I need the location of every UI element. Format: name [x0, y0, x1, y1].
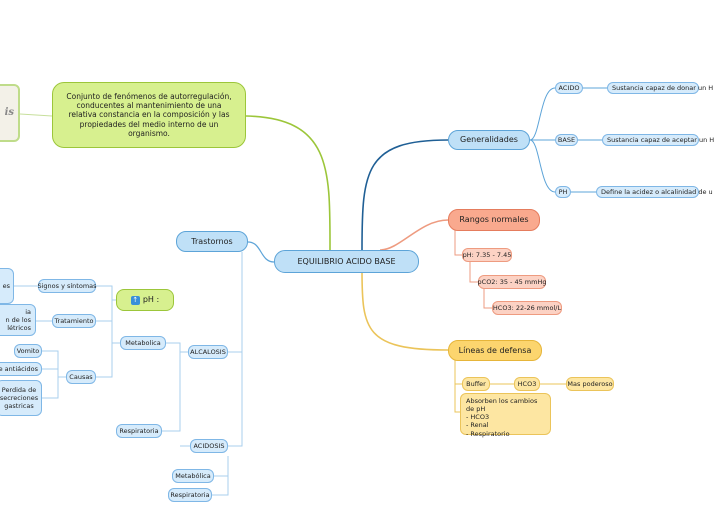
- mas-poderoso-node[interactable]: Mas poderoso: [566, 377, 614, 391]
- definition-text: Conjunto de fenómenos de autorregulación…: [66, 91, 232, 139]
- root-node[interactable]: EQUILIBRIO ACIDO BASE: [274, 250, 419, 273]
- acidosis-respiratoria-node[interactable]: Respiratoria: [168, 488, 212, 502]
- acidosis-label: ACIDOSIS: [193, 441, 225, 450]
- trastornos-title: Trastornos: [191, 236, 233, 246]
- absorben-text: Absorben los cambios de pH - HCO3 - Rena…: [466, 397, 538, 438]
- respiratoria-label: Respiratoria: [119, 426, 159, 435]
- acido-desc: Sustancia capaz de donar un H: [612, 83, 714, 92]
- root-title: EQUILIBRIO ACIDO BASE: [297, 256, 396, 266]
- acidosis-node[interactable]: ACIDOSIS: [190, 439, 228, 453]
- causas-node[interactable]: Causas: [66, 370, 96, 384]
- acido-node[interactable]: ACIDO: [555, 82, 583, 94]
- tratamiento-child-text: ia n de los létricos: [5, 307, 31, 333]
- alcalosis-node[interactable]: ALCALOSIS: [188, 345, 228, 359]
- respiratoria-node[interactable]: Respiratoria: [116, 424, 162, 438]
- tratamiento-label: Tratamiento: [54, 316, 94, 325]
- base-desc: Sustancia capaz de aceptar un H: [607, 135, 714, 144]
- lineas-node[interactable]: Líneas de defensa: [448, 340, 542, 361]
- acido-label: ACIDO: [558, 83, 580, 92]
- absorben-node[interactable]: Absorben los cambios de pH - HCO3 - Rena…: [460, 393, 551, 438]
- arrow-up-icon: ↑: [130, 295, 140, 305]
- hco3-range: HCO3: 22-26 mmol/L: [492, 303, 562, 312]
- antiacidos-node[interactable]: de antiácidos: [0, 362, 42, 376]
- acidosis-metabolica-node[interactable]: Metabólica: [172, 469, 214, 483]
- connector-lines: [14, 87, 607, 496]
- perdida-label: Perdida de secreciones gastricas: [0, 385, 39, 411]
- hco3-label: HCO3: [517, 379, 537, 388]
- causas-label: Causas: [69, 372, 93, 381]
- hco3-range-node[interactable]: HCO3: 22-26 mmol/L: [492, 301, 562, 315]
- ph-desc: Define la acidez o alcalinidad de u: [601, 187, 713, 196]
- acidosis-respiratoria-label: Respiratoria: [170, 490, 210, 499]
- metabolica-node[interactable]: Metabolica: [120, 336, 166, 350]
- perdida-node[interactable]: Perdida de secreciones gastricas: [0, 380, 42, 416]
- ph-tag-node[interactable]: ↑ pH :: [116, 289, 174, 311]
- lineas-title: Líneas de defensa: [458, 345, 532, 355]
- signos-child-node[interactable]: es: [0, 268, 14, 304]
- buffer-node[interactable]: Buffer: [462, 377, 490, 391]
- vomito-node[interactable]: Vomito: [14, 344, 42, 358]
- metabolica-label: Metabolica: [125, 338, 161, 347]
- trastornos-node[interactable]: Trastornos: [176, 231, 248, 252]
- acido-desc-node[interactable]: Sustancia capaz de donar un H: [607, 82, 713, 94]
- base-desc-node[interactable]: Sustancia capaz de aceptar un H: [602, 134, 714, 146]
- ph-desc-node[interactable]: Define la acidez o alcalinidad de u: [596, 186, 713, 198]
- acidosis-metabolica-label: Metabólica: [175, 471, 211, 480]
- thumbnail-text: is: [4, 106, 14, 118]
- definition-node[interactable]: Conjunto de fenómenos de autorregulación…: [52, 82, 246, 148]
- hco3-node[interactable]: HCO3: [514, 377, 540, 391]
- signos-child-text: es: [2, 281, 10, 290]
- thumbnail-image: is: [0, 84, 20, 142]
- ph-label: PH: [558, 187, 568, 196]
- buffer-label: Buffer: [466, 379, 486, 388]
- ph-range: pH: 7.35 - 7.45: [462, 250, 512, 259]
- tratamiento-child-node[interactable]: ia n de los létricos: [0, 304, 36, 336]
- pco2-range: pCO2: 35 - 45 mmHg: [477, 277, 547, 286]
- base-label: BASE: [557, 135, 576, 144]
- generalidades-node[interactable]: Generalidades: [448, 130, 530, 150]
- ph-range-node[interactable]: pH: 7.35 - 7.45: [462, 248, 512, 262]
- base-node[interactable]: BASE: [555, 134, 578, 146]
- mas-poderoso-label: Mas poderoso: [567, 379, 613, 388]
- signos-label: Signos y síntomas: [37, 281, 97, 290]
- pco2-range-node[interactable]: pCO2: 35 - 45 mmHg: [478, 275, 546, 289]
- antiacidos-label: de antiácidos: [0, 364, 38, 373]
- rangos-title: Rangos normales: [459, 215, 529, 224]
- signos-node[interactable]: Signos y síntomas: [37, 279, 97, 293]
- generalidades-title: Generalidades: [460, 135, 518, 144]
- tratamiento-node[interactable]: Tratamiento: [52, 314, 96, 328]
- rangos-node[interactable]: Rangos normales: [448, 209, 540, 231]
- alcalosis-label: ALCALOSIS: [190, 347, 226, 356]
- ph-tag-label: pH :: [142, 295, 160, 304]
- vomito-label: Vomito: [16, 346, 40, 355]
- ph-node[interactable]: PH: [555, 186, 571, 198]
